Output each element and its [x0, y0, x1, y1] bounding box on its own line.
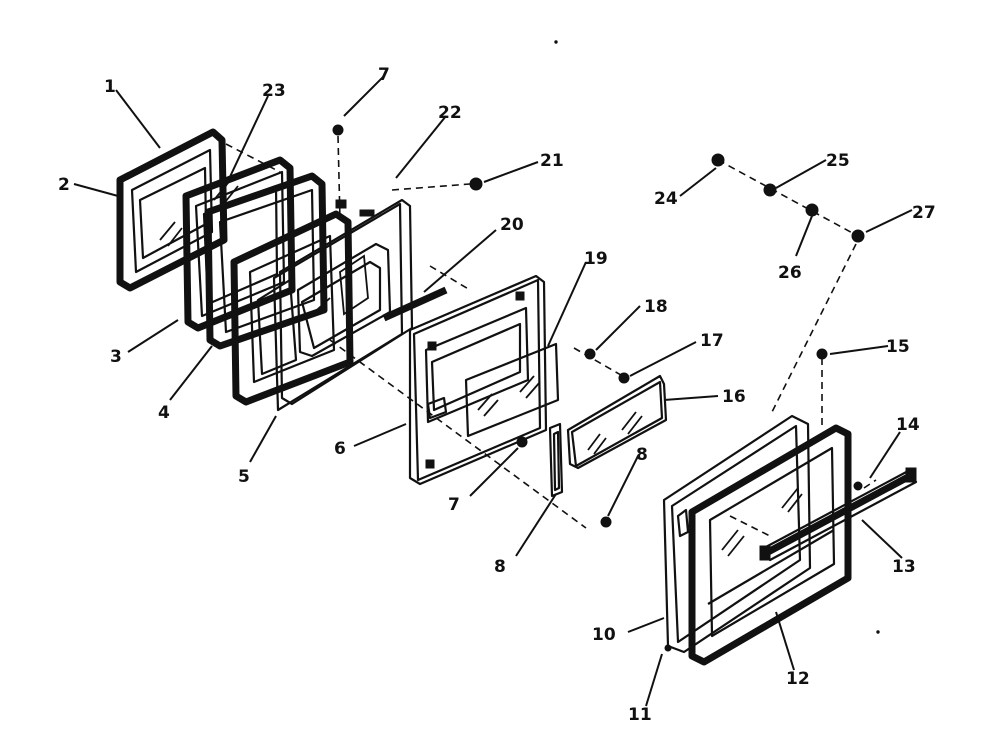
callout-12: 12	[786, 669, 810, 689]
screw-7-lower	[516, 436, 528, 448]
part-19-window-glass	[464, 342, 560, 438]
callout-19: 19	[584, 249, 608, 269]
callout-27: 27	[912, 203, 936, 223]
callout-20: 20	[500, 215, 524, 235]
part-8-trim-strip	[548, 422, 564, 498]
callout-10: 10	[592, 625, 616, 645]
callout-8-left: 8	[494, 557, 506, 577]
callout-17: 17	[700, 331, 724, 351]
callout-8-right: 8	[636, 445, 648, 465]
part-20-hinge-strip	[382, 286, 448, 322]
callout-2: 2	[58, 175, 70, 195]
screw-14	[853, 481, 863, 491]
part-12-door-frame	[688, 424, 852, 666]
callout-22: 22	[438, 103, 462, 123]
callout-26: 26	[778, 263, 802, 283]
callout-6: 6	[334, 439, 346, 459]
callout-7-lower: 7	[448, 495, 460, 515]
callout-24: 24	[654, 189, 678, 209]
screw-25	[763, 183, 777, 197]
callout-1: 1	[104, 77, 116, 97]
callout-21: 21	[540, 151, 564, 171]
callout-18: 18	[644, 297, 668, 317]
part-6-front-door-panel	[408, 274, 548, 486]
screw-21	[469, 177, 483, 191]
callout-labels: 1 2 3 4 5 6 7 7 8 8 10 11 12 13 14 15 16…	[58, 65, 936, 725]
part-16-outer-glass	[566, 374, 668, 470]
callout-11: 11	[628, 705, 652, 725]
callout-7-top: 7	[378, 65, 390, 85]
callout-5: 5	[238, 467, 250, 487]
part-13-door-handle	[759, 467, 918, 562]
callout-3: 3	[110, 347, 122, 367]
callout-13: 13	[892, 557, 916, 577]
screw-11	[664, 644, 672, 652]
screw-8	[600, 516, 612, 528]
callout-14: 14	[896, 415, 920, 435]
leader-lines	[73, 75, 913, 707]
part-4-door-liner	[204, 172, 328, 350]
callout-25: 25	[826, 151, 850, 171]
assembly-lines	[225, 135, 877, 537]
callout-16: 16	[722, 387, 746, 407]
screw-15	[816, 348, 828, 360]
callout-23: 23	[262, 81, 286, 101]
callout-15: 15	[886, 337, 910, 357]
screw-7-top	[332, 124, 344, 136]
callout-4: 4	[158, 403, 170, 423]
